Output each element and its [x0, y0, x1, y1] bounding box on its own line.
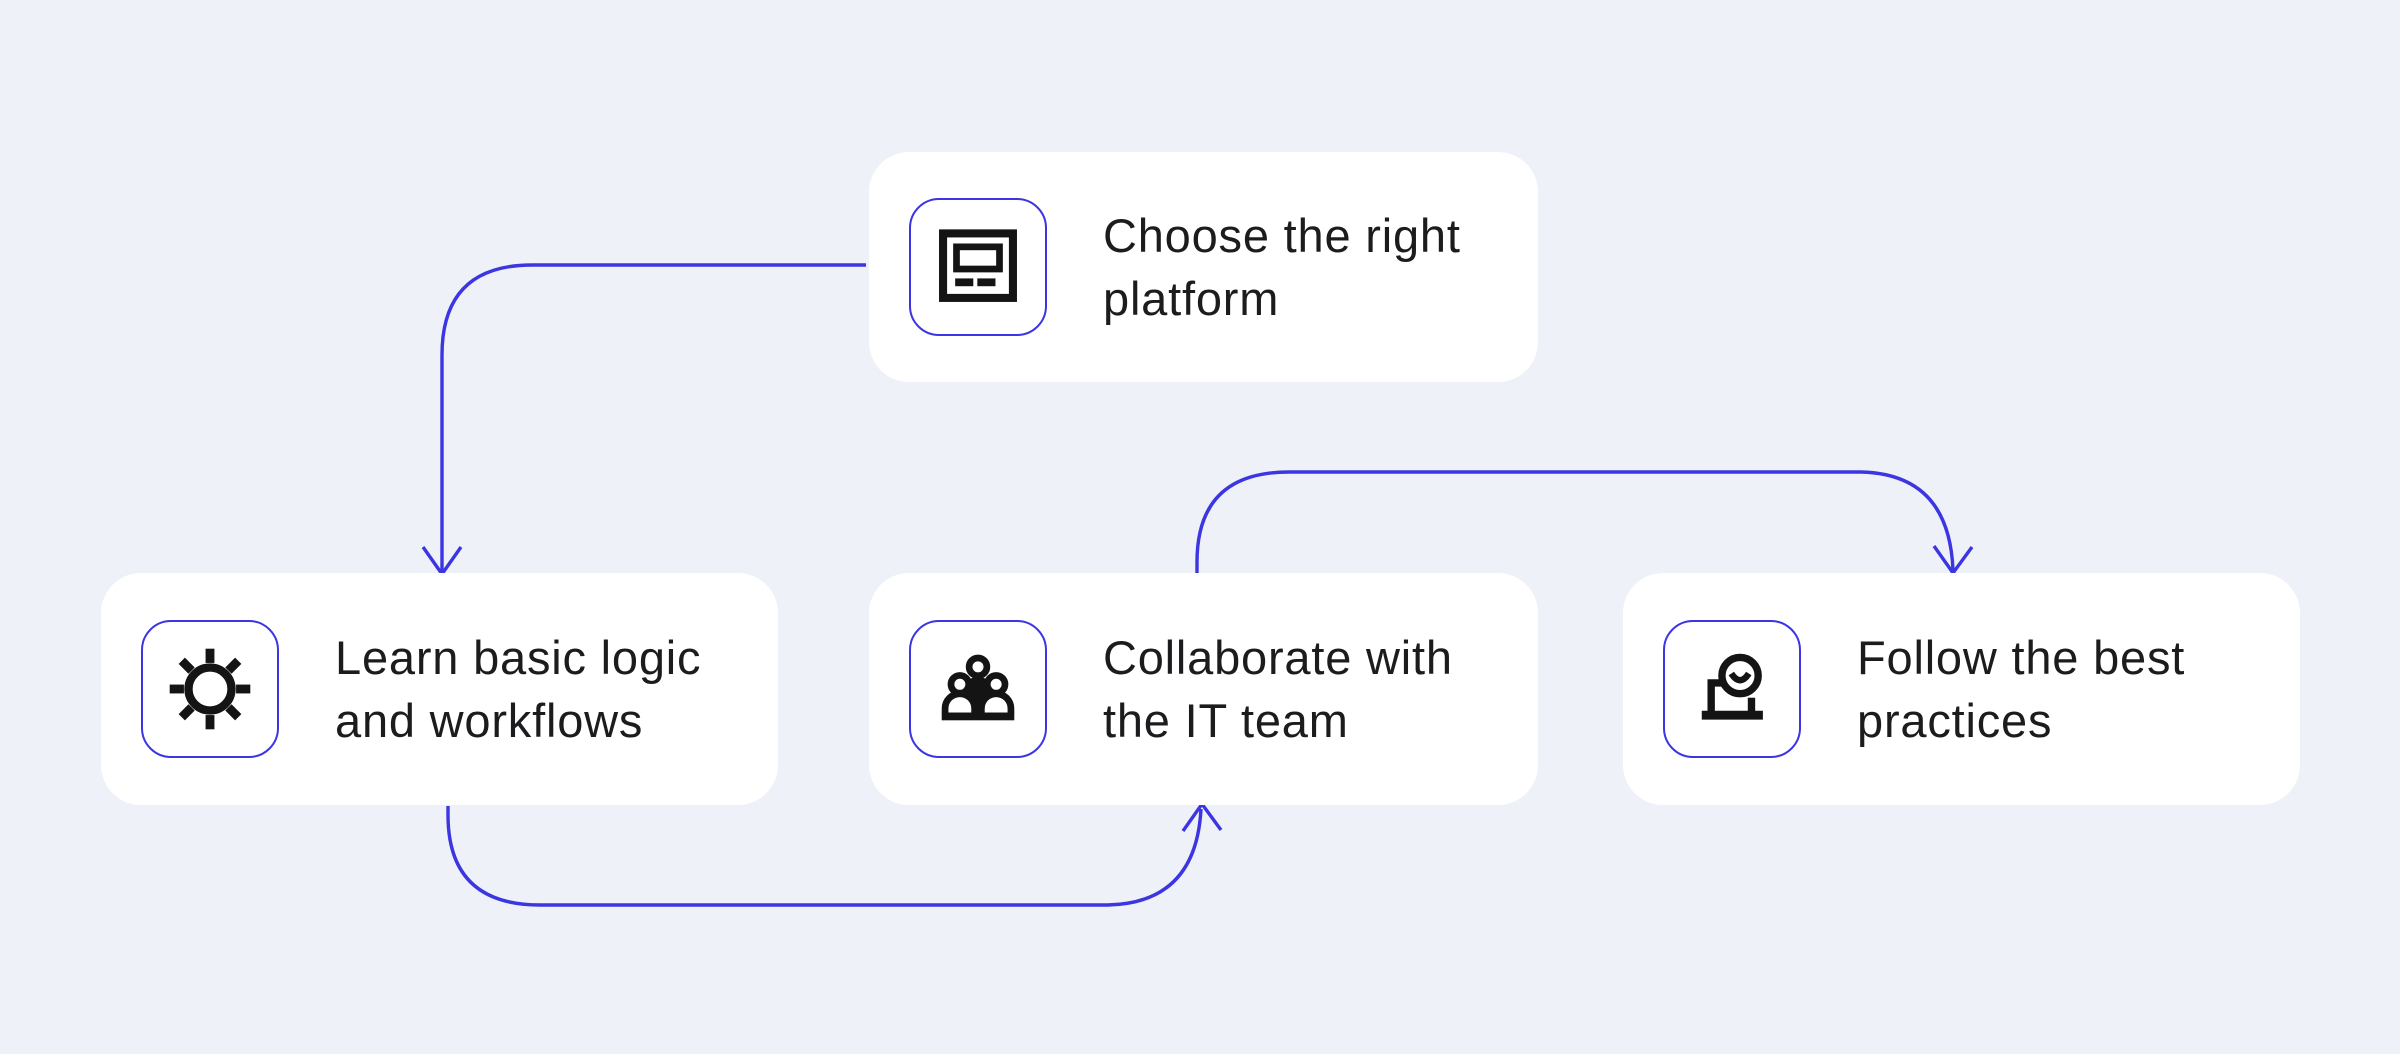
- arrowhead-down-icon: [421, 546, 463, 577]
- edge-collaborate-to-follow: [1195, 470, 1974, 576]
- team-people-icon: [909, 620, 1047, 758]
- label-line: Collaborate with: [1103, 631, 1453, 684]
- label-line: platform: [1103, 272, 1280, 325]
- edge-learn-to-collaborate: [446, 801, 1223, 907]
- node-label: Follow the best practices: [1857, 626, 2185, 752]
- node-collaborate-it: Collaborate with the IT team: [869, 573, 1538, 805]
- arrowhead-down-icon: [1932, 545, 1974, 576]
- label-line: the IT team: [1103, 694, 1349, 747]
- gear-icon: [141, 620, 279, 758]
- node-label: Learn basic logic and workflows: [335, 626, 701, 752]
- node-choose-platform: Choose the right platform: [869, 152, 1538, 382]
- node-label: Choose the right platform: [1103, 204, 1461, 330]
- edge-line: [446, 806, 1203, 907]
- platform-screen-icon: [909, 198, 1047, 336]
- node-learn-logic: Learn basic logic and workflows: [101, 573, 778, 805]
- node-follow-practices: Follow the best practices: [1623, 573, 2300, 805]
- node-label: Collaborate with the IT team: [1103, 626, 1453, 752]
- label-line: and workflows: [335, 694, 644, 747]
- label-line: Follow the best: [1857, 631, 2186, 684]
- edge-line: [1195, 470, 1955, 574]
- label-line: Choose the right: [1103, 209, 1461, 262]
- label-line: practices: [1857, 694, 2053, 747]
- arrowhead-up-icon: [1181, 801, 1223, 832]
- edge-choose-to-learn: [421, 263, 866, 577]
- edge-line: [440, 263, 866, 571]
- label-line: Learn basic logic: [335, 631, 702, 684]
- smiley-laptop-icon: [1663, 620, 1801, 758]
